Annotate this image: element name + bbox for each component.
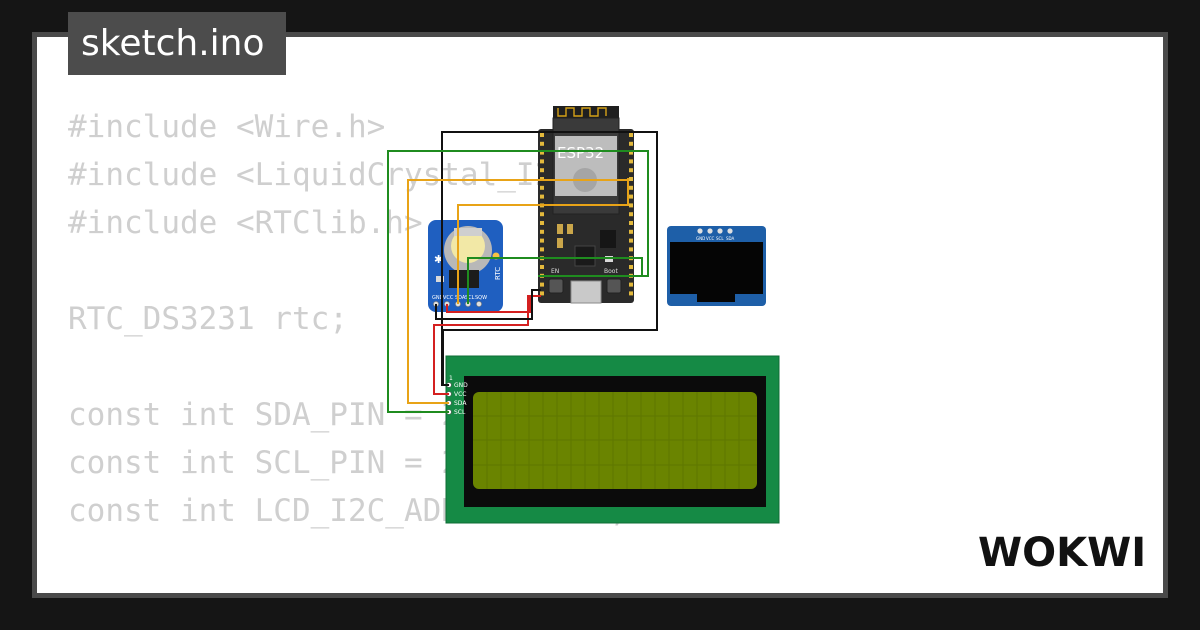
esp32-right-pin[interactable] [629, 247, 633, 252]
esp32-right-pin[interactable] [629, 133, 633, 137]
esp32-regulator [600, 230, 616, 248]
lcd-pin-label-sda: SDA [454, 400, 467, 407]
rtc-chip [449, 270, 479, 288]
wokwi-logo-outline: WOKWI [978, 530, 1146, 576]
code-line: #include <RTClib.h> [68, 205, 423, 241]
oled-pin-label-gnd: GND [696, 236, 705, 241]
esp32-left-pin[interactable] [540, 159, 544, 164]
esp32-left-pin[interactable] [540, 291, 544, 296]
esp32-left-pin[interactable] [540, 265, 544, 269]
code-line: LiquidCrystal_I2C lcd(LCD_I2C_ADDR, 20, … [68, 583, 871, 593]
oled-display[interactable]: GND VCC SCL SDA [667, 226, 766, 306]
wire-scl[interactable] [387, 150, 649, 413]
wokwi-logo-text: WOKWI [978, 530, 1146, 576]
esp32-smd-component [557, 238, 563, 248]
esp32-left-pin[interactable] [540, 194, 544, 199]
oled-pin-label-vcc: VCC [706, 236, 715, 241]
esp32-right-pin[interactable] [629, 229, 633, 234]
oled-ribbon [697, 294, 735, 302]
esp32-left-pin[interactable] [540, 212, 544, 217]
file-tab[interactable]: sketch.ino [68, 12, 286, 75]
esp32-boot-button[interactable] [606, 278, 622, 294]
esp32-left-pin[interactable] [540, 150, 544, 155]
esp32-left-pin[interactable] [540, 247, 544, 252]
rtc-module[interactable]: RTC ✱ GND VCC SDA SCL SQW [428, 220, 503, 312]
esp32-usb-chip [574, 245, 596, 267]
wire-rtc-gnd[interactable] [435, 289, 541, 320]
esp32-en-button[interactable] [548, 278, 564, 294]
esp32-smd-component [567, 224, 573, 234]
rtc-coin-cell [451, 229, 485, 263]
code-line: #include <Wire.h> [68, 109, 386, 145]
lcd-pin-label-vcc: VCC [454, 391, 466, 398]
esp32-left-pin[interactable] [540, 168, 544, 173]
rtc-smd-component [436, 276, 444, 282]
rtc-pin-label-scl: SCL [465, 295, 475, 301]
lcd-pin-label-gnd: GND [454, 382, 468, 389]
esp32-right-pin[interactable] [629, 265, 633, 269]
rtc-pin-label-sqw: SQW [475, 295, 487, 301]
esp32-right-pin[interactable] [629, 150, 633, 155]
esp32-left-pin[interactable] [540, 221, 544, 225]
lcd-display[interactable]: 1 GND VCC SDA SCL [445, 355, 780, 524]
wire-gnd[interactable] [441, 131, 658, 386]
wire-rtc-scl[interactable] [467, 257, 643, 304]
wokwi-logo: WOKWI WOKWI [976, 526, 1150, 576]
esp32-left-pin[interactable] [540, 133, 544, 137]
esp32-right-pin[interactable] [629, 168, 633, 173]
esp32-right-pin[interactable] [629, 212, 633, 217]
esp32-right-pin[interactable] [629, 282, 633, 287]
esp32-antenna-trace [557, 107, 607, 117]
oled-pin-vcc[interactable] [707, 228, 713, 234]
esp32-left-pin[interactable] [540, 282, 544, 287]
oled-pin-label-sda: SDA [726, 236, 735, 241]
esp32-right-pin[interactable] [629, 238, 633, 243]
esp32-right-pin[interactable] [629, 159, 633, 164]
esp32-board[interactable]: ESP32 EN Boot [538, 106, 634, 304]
file-tab-label: sketch.ino [81, 23, 265, 64]
esp32-right-pin[interactable] [629, 221, 633, 225]
esp32-micro-usb-port[interactable] [570, 280, 602, 304]
esp32-right-pin[interactable] [629, 141, 633, 146]
esp32-right-pin[interactable] [629, 203, 633, 208]
esp32-left-pin[interactable] [540, 141, 544, 146]
rtc-pin-label-sda: SDA [455, 295, 466, 301]
adafruit-logo-icon: ✱ [434, 253, 443, 266]
rtc-pin-sqw[interactable] [476, 301, 482, 307]
esp32-left-pin[interactable] [540, 185, 544, 190]
esp32-label: ESP32 [557, 144, 604, 162]
esp32-right-pin[interactable] [629, 291, 633, 296]
esp32-left-pin[interactable] [540, 229, 544, 234]
wire-rtc-vcc[interactable] [446, 295, 531, 313]
wire-rtc-sda[interactable] [457, 178, 629, 304]
rtc-pin-label-gnd: GND [432, 295, 444, 301]
esp32-right-pin[interactable] [629, 194, 633, 199]
rtc-pin-label-vcc: VCC [443, 295, 454, 301]
oled-pin-scl[interactable] [717, 228, 723, 234]
oled-pin-label-scl: SCL [716, 236, 724, 241]
oled-pin-gnd[interactable] [697, 228, 703, 234]
esp32-en-label: EN [551, 268, 559, 275]
rtc-label: RTC [494, 267, 502, 280]
esp32-right-pin[interactable] [629, 177, 633, 181]
code-line: RTC_DS3231 rtc; [68, 301, 348, 337]
esp32-right-pin[interactable] [629, 185, 633, 190]
wires [387, 131, 658, 413]
rtc-battery-clip [454, 228, 482, 236]
esp32-left-pin[interactable] [540, 238, 544, 243]
lcd-character-grid [473, 392, 757, 489]
lcd-pin-label-scl: SCL [454, 409, 466, 416]
wire-sda[interactable] [407, 179, 628, 404]
esp32-boot-label: Boot [604, 268, 618, 275]
esp32-smd-component [557, 224, 563, 234]
oled-pin-sda[interactable] [727, 228, 733, 234]
esp32-antenna-area [553, 106, 619, 118]
oled-screen [670, 242, 763, 294]
lcd-pin-one-label: 1 [449, 375, 453, 382]
